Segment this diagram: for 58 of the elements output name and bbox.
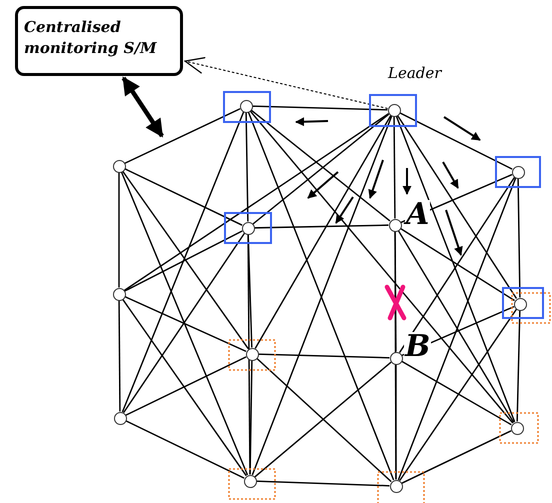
link-line [254,224,389,229]
link-line [394,232,397,480]
link-line [256,480,390,486]
node-circle [388,104,400,116]
link-line [118,300,121,412]
link-line [401,360,512,426]
link-line [122,170,249,350]
link-line [394,232,397,352]
link-line [396,115,518,299]
link-line [402,430,512,484]
node-circle [112,288,126,300]
link-line [398,230,514,423]
link-line [122,112,244,412]
link-line [245,112,249,222]
node-label: Leader [387,66,442,81]
link-line [517,178,521,298]
link-line [124,113,389,291]
node-circle [242,222,254,234]
link-line [258,353,390,359]
node-circle [510,422,524,434]
link-line [124,108,240,164]
link-line [124,230,243,292]
node-circle [244,474,256,488]
node-circle [246,348,258,360]
link-line [126,420,244,479]
link-line [400,112,512,170]
system-box [15,6,183,76]
link-line [250,110,514,424]
link-line [396,116,516,422]
dashed-arrow [184,57,388,110]
node-circle [512,166,524,178]
link-line [516,310,521,422]
link-line [126,356,246,416]
link-line [398,177,516,353]
link-line [398,178,516,480]
node-circle [390,352,402,364]
link-line [124,296,246,352]
node-circle [390,480,402,492]
link-line [124,168,242,226]
node-circle [240,100,252,112]
link-line [252,105,388,111]
link-line [249,360,253,475]
node-label: B [404,332,432,362]
link-line [118,172,120,288]
link-line [399,308,517,482]
link-line [247,234,251,474]
double-arrow [122,76,164,138]
link-line [123,233,245,413]
node-circle [114,412,126,424]
link-line [122,298,247,476]
box-label: Centralised monitoring S/M [24,18,157,57]
link-line [120,172,248,476]
node-circle [388,218,402,232]
link-line [254,115,392,349]
link-line [393,116,396,218]
node-circle [514,298,526,310]
node-circle [112,160,126,172]
link-line [400,228,515,302]
